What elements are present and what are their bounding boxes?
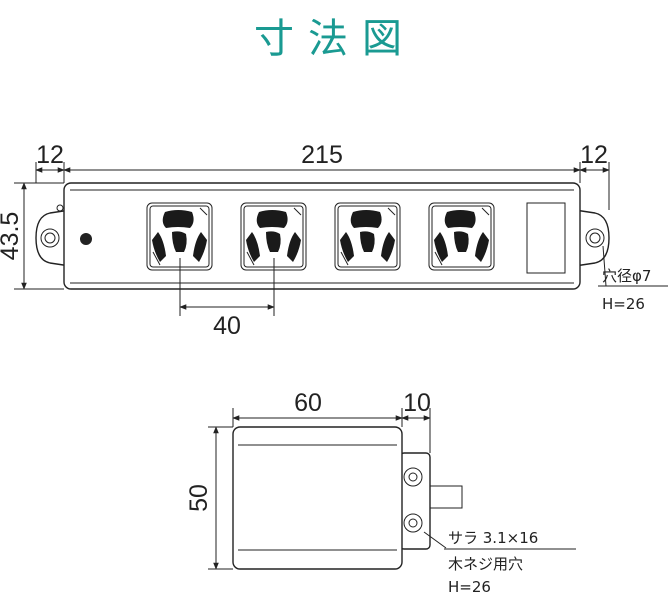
hole-height-note: H=26 xyxy=(602,295,645,313)
power-cord xyxy=(430,485,463,509)
dim-right-label: 12 xyxy=(580,141,608,169)
page-title: 寸法図 xyxy=(254,16,416,62)
strip-body xyxy=(63,182,581,290)
left-mounting-ear xyxy=(35,209,71,267)
dim-left-label: 12 xyxy=(36,141,64,169)
side-mounting-tab xyxy=(399,452,431,550)
indicator-lamp xyxy=(80,233,92,245)
right-mounting-ear xyxy=(574,209,610,267)
left-mounting-hole xyxy=(40,228,60,248)
dim-pitch-label: 40 xyxy=(213,312,241,340)
dim-height-label: 43.5 xyxy=(0,212,24,261)
outlet xyxy=(334,202,401,271)
screw-spec-note: サラ 3.1×16 xyxy=(448,529,538,547)
dim-side-height-label: 50 xyxy=(185,484,213,512)
screw-height-note: H=26 xyxy=(448,578,491,596)
screw-hole-top xyxy=(403,467,423,487)
side-view: 60 10 50 サラ 3.1×16 木ネジ用穴 H=26 xyxy=(185,389,576,596)
screw-hole-bottom xyxy=(403,513,423,533)
right-mounting-hole xyxy=(585,228,605,248)
outlet xyxy=(428,202,495,271)
dim-length-label: 215 xyxy=(301,141,343,169)
screw-hole-note: 木ネジ用穴 xyxy=(448,555,523,573)
hole-diameter-note: 穴径φ7 xyxy=(602,267,651,285)
screw-icon xyxy=(56,204,64,212)
power-switch xyxy=(526,202,566,274)
top-view: 12 215 12 43.5 40 穴径φ7 H=26 xyxy=(0,141,668,340)
dim-width-label: 60 xyxy=(294,389,322,417)
dim-tab-label: 10 xyxy=(403,389,431,417)
side-body xyxy=(232,426,403,570)
